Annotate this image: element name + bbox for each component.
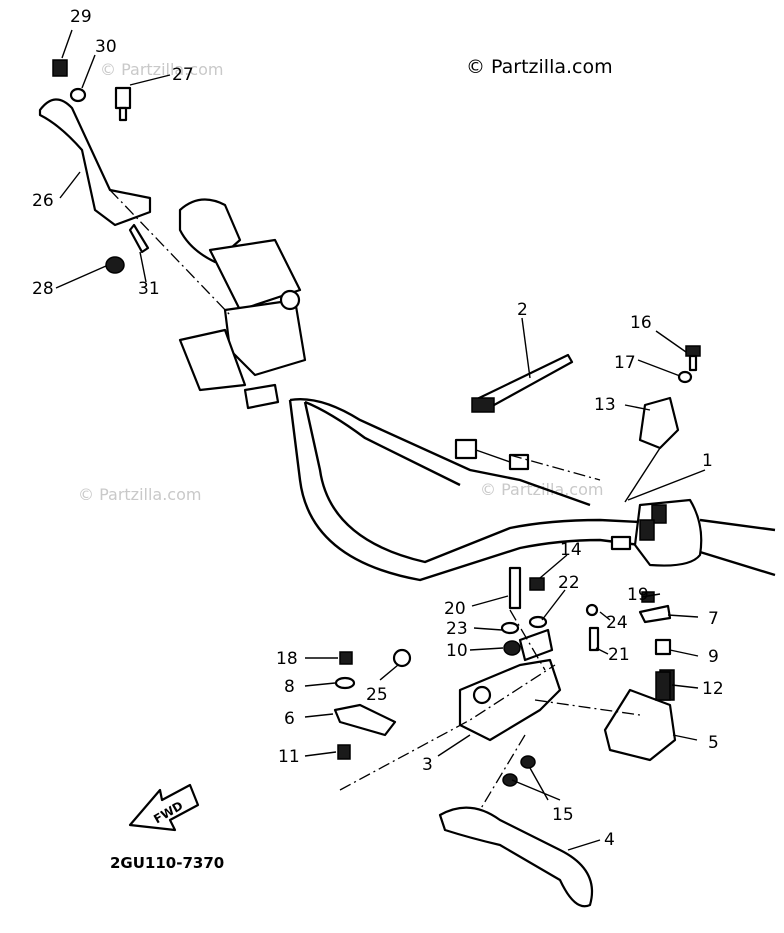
callout-4: 4 <box>604 830 615 850</box>
callout-5: 5 <box>708 733 719 753</box>
callout-10: 10 <box>446 641 468 661</box>
callout-13: 13 <box>594 395 616 415</box>
clamp-13 <box>638 396 680 450</box>
callout-15: 15 <box>552 805 574 825</box>
fwd-arrow: FWD <box>128 783 200 832</box>
callout-19: 19 <box>627 585 649 605</box>
handlebar <box>288 398 776 582</box>
callout-1: 1 <box>702 451 713 471</box>
callout-6: 6 <box>284 709 295 729</box>
watermark-mid-left: © Partzilla.com <box>78 485 201 504</box>
switch-housing <box>610 498 703 567</box>
callout-25: 25 <box>366 685 388 705</box>
callout-22: 22 <box>558 573 580 593</box>
callout-20: 20 <box>444 599 466 619</box>
callout-7: 7 <box>708 609 719 629</box>
callout-8: 8 <box>284 677 295 697</box>
callout-24: 24 <box>606 613 628 633</box>
callout-12: 12 <box>702 679 724 699</box>
callout-26: 26 <box>32 191 54 211</box>
cable-tie <box>471 353 574 413</box>
watermark-mid-right: © Partzilla.com <box>480 480 603 499</box>
callout-23: 23 <box>446 619 468 639</box>
callout-18: 18 <box>276 649 298 669</box>
callout-30: 30 <box>95 37 117 57</box>
screw-16 <box>677 345 701 384</box>
callout-numbers: 1 2 3 4 5 6 7 8 9 10 11 12 13 14 15 16 1… <box>32 7 724 850</box>
clutch-lever <box>438 806 594 908</box>
leader-lines <box>55 29 706 851</box>
hot-start-lever <box>38 59 152 274</box>
cable-holder <box>333 703 397 737</box>
callout-14: 14 <box>560 540 582 560</box>
callout-28: 28 <box>32 279 54 299</box>
callout-27: 27 <box>172 65 194 85</box>
callout-9: 9 <box>708 647 719 667</box>
copyright-text: © Partzilla.com <box>466 56 613 78</box>
assembly-lines <box>109 189 641 811</box>
callout-17: 17 <box>614 353 636 373</box>
lever-bracket <box>458 628 562 742</box>
watermark-top-left: © Partzilla.com <box>100 60 223 79</box>
callout-16: 16 <box>630 313 652 333</box>
callout-21: 21 <box>608 645 630 665</box>
callout-3: 3 <box>422 755 433 775</box>
small-hardware <box>334 566 672 787</box>
callout-2: 2 <box>517 300 528 320</box>
callout-11: 11 <box>278 747 300 767</box>
wire-connector <box>454 438 530 471</box>
callout-29: 29 <box>70 7 92 27</box>
left-grip-assembly <box>178 198 307 410</box>
callout-31: 31 <box>138 279 160 299</box>
diagram-code: 2GU110-7370 <box>110 854 224 872</box>
